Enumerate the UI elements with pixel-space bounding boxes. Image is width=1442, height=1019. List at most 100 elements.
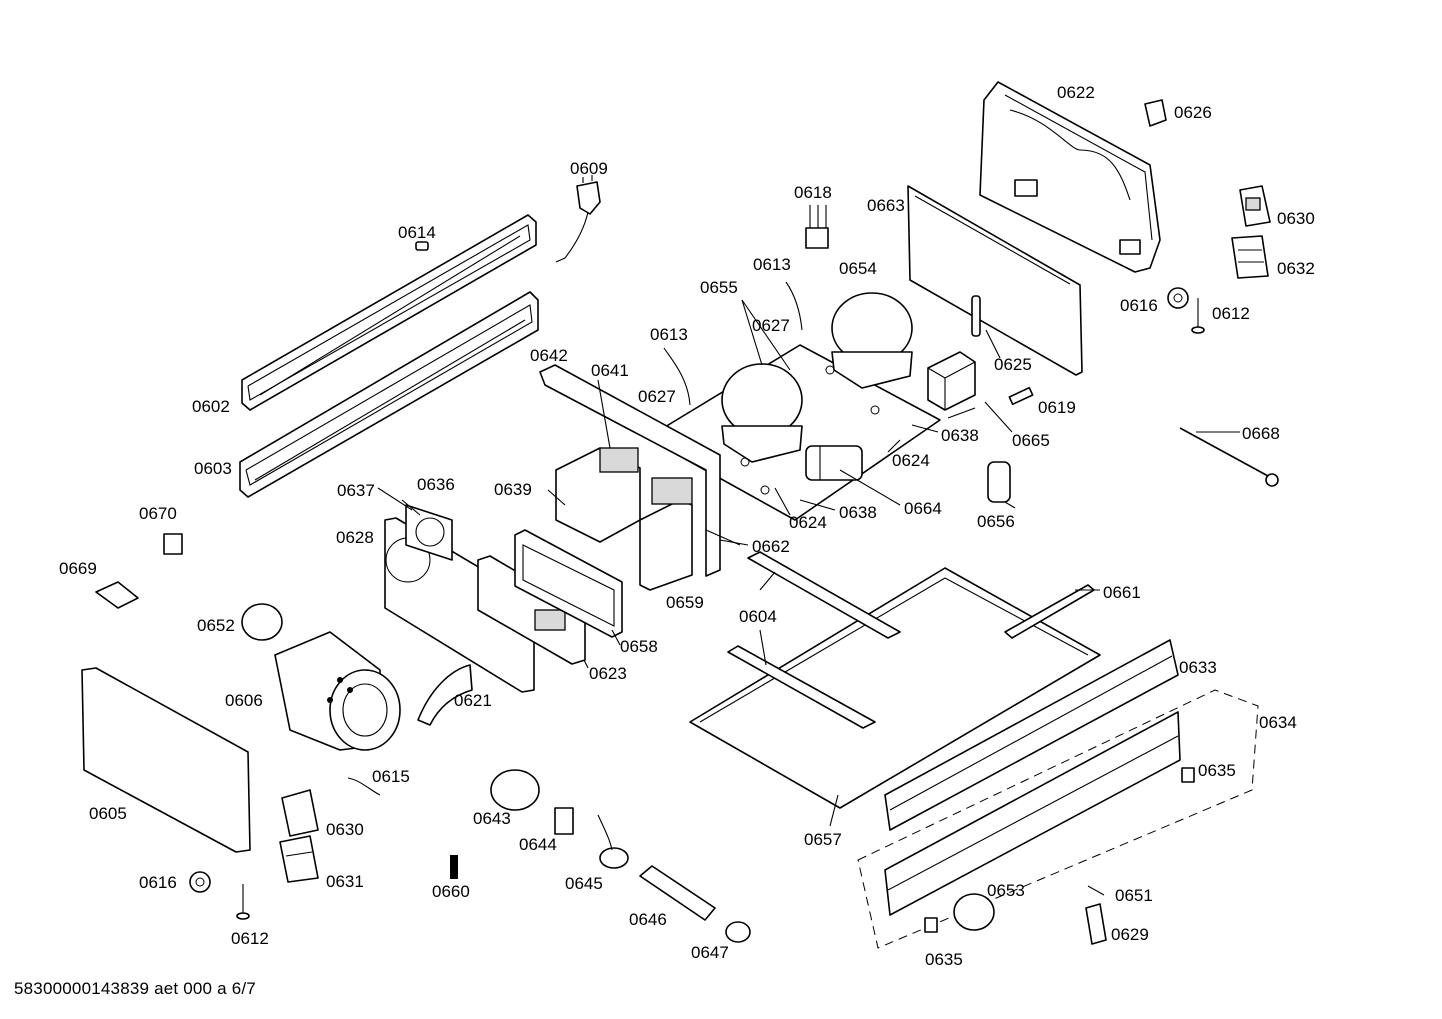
label-0627-lower: 0627: [638, 387, 676, 406]
part-0654-compressor: [831, 292, 913, 389]
label-0633: 0633: [1179, 658, 1217, 677]
label-0642: 0642: [530, 346, 568, 365]
part-0655-compressor: [721, 363, 803, 463]
label-0609: 0609: [570, 159, 608, 178]
label-0631: 0631: [326, 872, 364, 891]
part-0623-board: [477, 555, 586, 665]
part-0615-wire: [347, 777, 381, 796]
label-0613-left: 0613: [650, 325, 688, 344]
part-0612-screw-right: [1191, 298, 1205, 334]
label-0622: 0622: [1057, 83, 1095, 102]
label-0646: 0646: [629, 910, 667, 929]
part-0647-cap: [725, 921, 751, 943]
label-0651: 0651: [1115, 886, 1153, 905]
part-0621-bracket: [417, 664, 473, 726]
part-0618-relay: [805, 205, 829, 249]
part-0641-module: [555, 447, 641, 543]
part-0630-cover-right: [1239, 185, 1271, 227]
label-0670: 0670: [139, 504, 177, 523]
label-0644: 0644: [519, 835, 557, 854]
part-0653-round: [953, 893, 995, 931]
part-0626-bracket: [1144, 99, 1167, 127]
label-0663: 0663: [867, 196, 905, 215]
label-0643: 0643: [473, 809, 511, 828]
label-0623: 0623: [589, 664, 627, 683]
label-0602: 0602: [192, 397, 230, 416]
label-0612-left: 0612: [231, 929, 269, 948]
part-0632-cover: [1231, 235, 1269, 279]
part-0652-motor: [241, 603, 283, 641]
label-0647: 0647: [691, 943, 729, 962]
part-0643-capacitor: [490, 769, 540, 811]
label-0624-upper: 0624: [892, 451, 930, 470]
label-0628: 0628: [336, 528, 374, 547]
part-0635-clip-b: [924, 917, 938, 933]
part-0669-bracket: [95, 581, 139, 609]
part-0668-cable: [1179, 427, 1279, 487]
part-0664-motor: [805, 445, 863, 481]
part-0658-frame: [514, 529, 623, 638]
label-0668: 0668: [1242, 424, 1280, 443]
label-0636: 0636: [417, 475, 455, 494]
part-0660-spring: [450, 855, 458, 879]
label-0632: 0632: [1277, 259, 1315, 278]
label-0612-right: 0612: [1212, 304, 1250, 323]
label-0665: 0665: [1012, 431, 1050, 450]
part-0665-box: [927, 351, 976, 411]
label-0606: 0606: [225, 691, 263, 710]
label-0655: 0655: [700, 278, 738, 297]
part-0656-capacitor: [987, 461, 1016, 509]
label-0630-left: 0630: [326, 820, 364, 839]
label-0635-right: 0635: [1198, 761, 1236, 780]
label-0615: 0615: [372, 767, 410, 786]
part-0622-back-panel: [979, 81, 1161, 273]
label-0635-bottom: 0635: [925, 950, 963, 969]
part-0646-tube: [639, 865, 716, 921]
label-0616-left: 0616: [139, 873, 177, 892]
label-0652: 0652: [197, 616, 235, 635]
label-0618: 0618: [794, 183, 832, 202]
label-0637: 0637: [337, 481, 375, 500]
label-0656: 0656: [977, 512, 1015, 531]
part-0630-cover-left: [281, 789, 319, 837]
label-0638-upper: 0638: [941, 426, 979, 445]
label-0653: 0653: [987, 881, 1025, 900]
label-0661: 0661: [1103, 583, 1141, 602]
part-0625-drier: [971, 295, 981, 337]
label-0641: 0641: [591, 361, 629, 380]
part-0613-tube-b: [663, 347, 691, 406]
label-0614: 0614: [398, 223, 436, 242]
label-0638-lower: 0638: [839, 503, 877, 522]
label-0659: 0659: [666, 593, 704, 612]
part-0659-module: [639, 477, 693, 591]
part-0635-clip-a: [1181, 767, 1195, 783]
label-0662: 0662: [752, 537, 790, 556]
label-0603: 0603: [194, 459, 232, 478]
label-0639: 0639: [494, 480, 532, 499]
label-0629: 0629: [1111, 925, 1149, 944]
part-base-tray: [689, 567, 1101, 809]
drawing-reference-footer: 58300000143839 aet 000 a 6/7: [14, 979, 256, 998]
part-0633-grille: [884, 639, 1179, 831]
part-0602-rail: [241, 214, 537, 411]
part-0614-clip: [415, 241, 429, 251]
part-0613-tube-a: [785, 281, 803, 331]
label-0645: 0645: [565, 874, 603, 893]
label-0630-right: 0630: [1277, 209, 1315, 228]
label-0605: 0605: [89, 804, 127, 823]
label-0604: 0604: [739, 607, 777, 626]
part-0644-valve: [554, 807, 574, 835]
label-0621: 0621: [454, 691, 492, 710]
label-0664: 0664: [904, 499, 942, 518]
part-0612-screw-left: [236, 884, 250, 920]
label-0658: 0658: [620, 637, 658, 656]
label-0626: 0626: [1174, 103, 1212, 122]
leader-lines: [377, 299, 1240, 827]
callout-labels: 0602 0603 0604 0605 0606 0609 0612 0612 …: [59, 83, 1315, 969]
part-0604-strip: [727, 551, 901, 729]
label-0619: 0619: [1038, 398, 1076, 417]
label-0634: 0634: [1259, 713, 1297, 732]
part-0670-valve: [163, 533, 183, 555]
label-0660: 0660: [432, 882, 470, 901]
